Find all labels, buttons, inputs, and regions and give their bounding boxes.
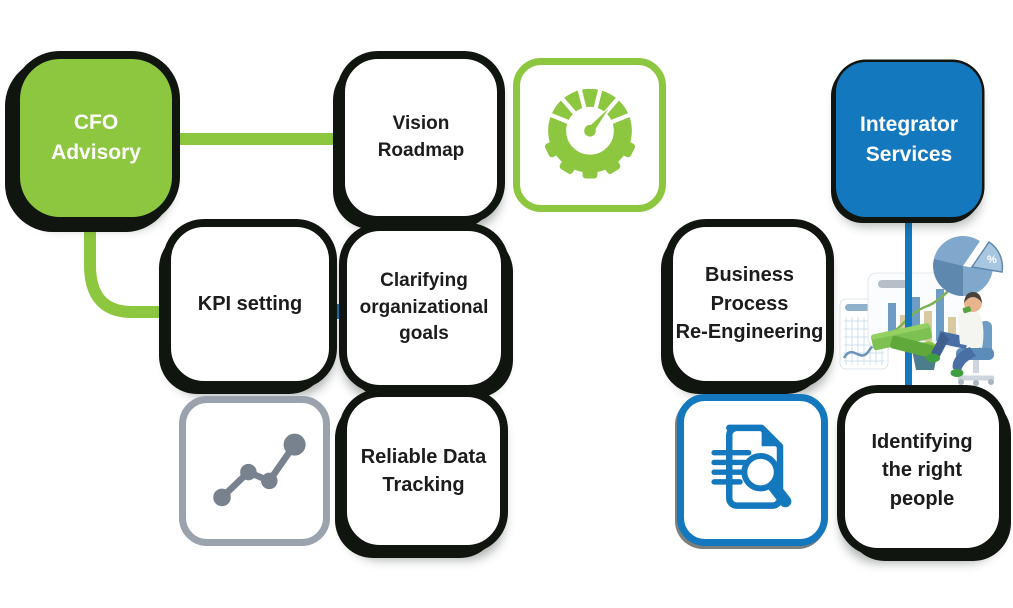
line-chart-icon [212, 433, 306, 507]
node-vision-roadmap: Vision Roadmap [340, 54, 502, 221]
node-reliable-data-tracking: Reliable Data Tracking [342, 392, 505, 550]
analytics-illustration: % [839, 217, 1004, 392]
document-search-icon [710, 424, 791, 509]
connector-cfo-to-kpi [84, 211, 190, 318]
green-ribbon [870, 323, 935, 358]
person [926, 292, 984, 377]
connector-integrator-to-identifying [905, 217, 912, 392]
gauge-icon [544, 86, 635, 179]
node-business-process: Business Process Re-Engineering [668, 222, 831, 386]
node-clarifying-goals: Clarifying organizational goals [342, 226, 506, 390]
pie-percent-symbol: % [987, 254, 997, 266]
line-chart-icon-card [179, 396, 330, 546]
node-cfo-advisory: CFO Advisory [20, 59, 172, 217]
document-search-icon-card [677, 394, 828, 546]
pie-chart: % [933, 236, 1004, 296]
node-kpi-setting: KPI setting [166, 222, 334, 386]
gauge-icon-card [513, 58, 666, 212]
node-integrator-services: Integrator Services [836, 62, 982, 217]
connector-cfo-to-vision [170, 133, 346, 145]
node-identifying-people: Identifying the right people [840, 388, 1004, 553]
